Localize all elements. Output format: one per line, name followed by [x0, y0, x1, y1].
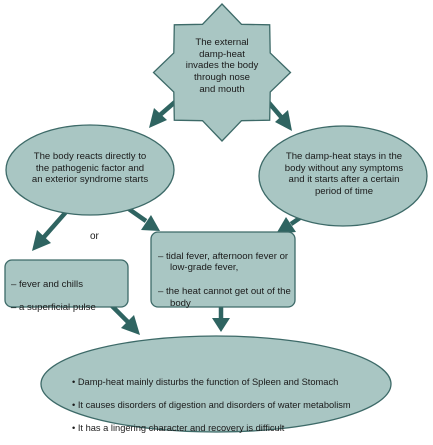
middle-box-text: – tidal fever, afternoon fever or low-gr…	[158, 239, 291, 321]
middle-box-item: – the heat cannot get out of the body	[158, 285, 291, 309]
left-box-node	[4, 259, 129, 308]
right-ellipse-text: The damp-heat stays in the body without …	[284, 151, 404, 198]
flow-diagram: The external damp-heat invades the body …	[4, 3, 428, 433]
arrow-left-box-to-bottom	[110, 304, 140, 335]
arrow-middle-box-to-bottom	[212, 306, 230, 332]
left-ellipse-text: The body reacts directly to the pathogen…	[31, 151, 149, 186]
bottom-ellipse-item: • It causes disorders of digestion and d…	[72, 399, 351, 410]
star-text: The external damp-heat invades the body …	[185, 37, 259, 95]
left-box-item: – fever and chills	[11, 278, 83, 290]
bottom-ellipse-text: • Damp-heat mainly disturbs the function…	[72, 366, 372, 445]
or-label: or	[90, 231, 99, 242]
right-ellipse-node	[258, 125, 428, 227]
left-box-item: – a superficial pulse	[11, 302, 96, 314]
middle-box-node	[150, 231, 296, 308]
middle-box-item: – tidal fever, afternoon fever or low-gr…	[158, 250, 289, 274]
bottom-ellipse-item: • It has a lingering character and recov…	[72, 422, 285, 433]
left-box-text: – fever and chills – a superficial pulse	[11, 267, 125, 326]
arrow-left-ellipse-to-left-box	[32, 210, 68, 251]
star-node	[152, 3, 292, 142]
diagram-canvas	[4, 3, 428, 433]
bottom-ellipse-item: • Damp-heat mainly disturbs the function…	[72, 377, 339, 388]
bottom-ellipse-node	[40, 335, 392, 433]
left-ellipse-node	[5, 124, 175, 216]
